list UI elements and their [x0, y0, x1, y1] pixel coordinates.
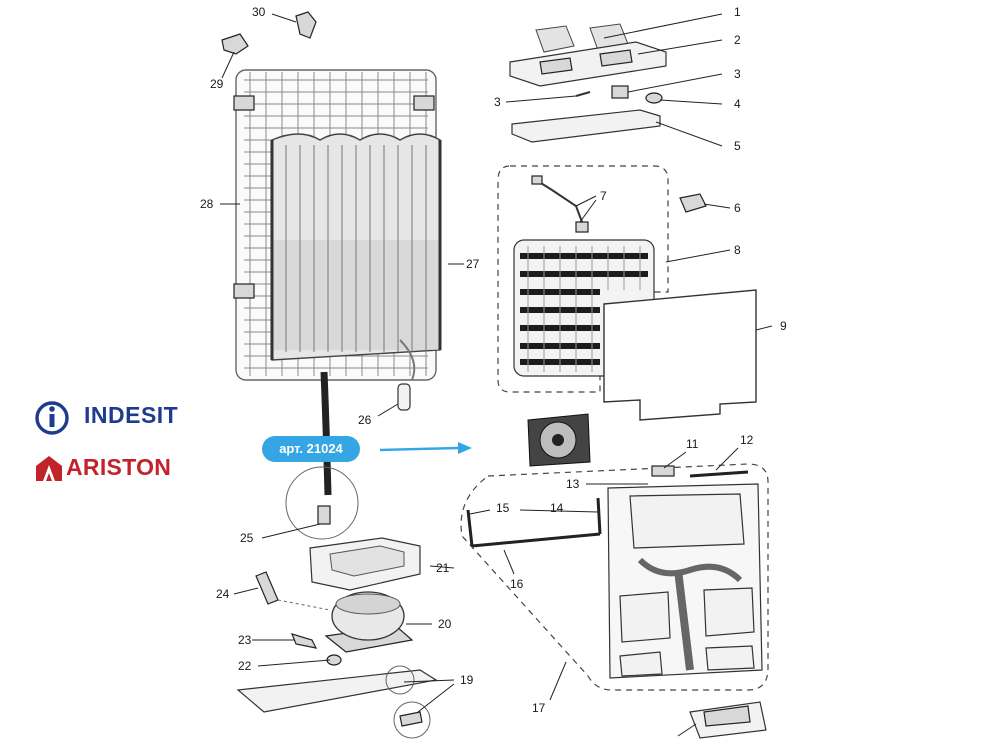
callout-16: 16: [510, 577, 524, 591]
callout-22: 22: [238, 659, 252, 673]
fan-assembly: [527, 413, 591, 467]
drip-tray-21: [309, 537, 421, 591]
ariston-house-icon: [36, 456, 62, 481]
article-number-badge: арт. 21024: [262, 436, 360, 462]
ariston-wordmark: ARISTON: [66, 454, 172, 480]
frame-strips-14-15-16: [466, 497, 602, 548]
part-19: [385, 665, 431, 739]
part-29: [221, 33, 249, 55]
callout-11: 11: [686, 437, 699, 451]
callout-24: 24: [216, 587, 230, 601]
part-24: [255, 571, 331, 611]
part-bottom-right: [689, 701, 767, 739]
callout-7: 7: [600, 189, 607, 203]
base-plate: [236, 669, 438, 713]
leader-lines: [220, 13, 773, 737]
callout-4: 4: [734, 97, 741, 111]
callout-15: 15: [496, 501, 510, 515]
callout-numbers: 1 2 3 3 4 5 6 7 8 9 11 12 13 14 15 16 17…: [200, 5, 787, 715]
evaporator-group: [497, 165, 669, 393]
callout-9: 9: [780, 319, 787, 333]
part-30: [295, 11, 317, 39]
clip-11: [651, 465, 675, 477]
seal-strip-12: [689, 470, 749, 478]
callout-28: 28: [200, 197, 214, 211]
callout-6: 6: [734, 201, 741, 215]
callout-30: 30: [252, 5, 266, 19]
part-6: [679, 193, 707, 213]
callout-3-left: 3: [494, 95, 501, 109]
article-arrow: [379, 442, 472, 454]
callout-5: 5: [734, 139, 741, 153]
indesit-logo: INDESIT: [34, 398, 194, 438]
part-23: [290, 633, 318, 649]
callout-26: 26: [358, 413, 372, 427]
callout-20: 20: [438, 617, 452, 631]
callout-23: 23: [238, 633, 252, 647]
indesit-wordmark: INDESIT: [84, 402, 179, 428]
callout-14: 14: [550, 501, 564, 515]
back-cover-9: [603, 289, 757, 421]
callout-19: 19: [460, 673, 474, 687]
bulb-4: [645, 92, 663, 104]
compressor-20: [324, 591, 414, 653]
callout-21: 21: [436, 561, 450, 575]
callout-25: 25: [240, 531, 254, 545]
callout-27: 27: [466, 257, 480, 271]
callout-8: 8: [734, 243, 741, 257]
drain-hose: [285, 371, 359, 540]
ariston-logo: ARISTON: [34, 452, 194, 486]
callout-29: 29: [210, 77, 224, 91]
callout-13: 13: [566, 477, 580, 491]
callout-3-right: 3: [734, 67, 741, 81]
callout-12: 12: [740, 433, 754, 447]
thermostat-sensors-7: [531, 175, 589, 233]
part-26: [397, 383, 411, 411]
indesit-emblem-icon: [35, 401, 69, 435]
rear-panel-group-17: [460, 463, 769, 691]
callout-17: 17: [532, 701, 546, 715]
callout-2: 2: [734, 33, 741, 47]
switch-3: [575, 85, 629, 99]
callout-1: 1: [734, 5, 741, 19]
diffuser-5: [511, 109, 661, 143]
lamp-housing-2: [509, 41, 667, 87]
evaporator-plate-27: [270, 133, 442, 381]
rear-panel: [607, 483, 763, 679]
